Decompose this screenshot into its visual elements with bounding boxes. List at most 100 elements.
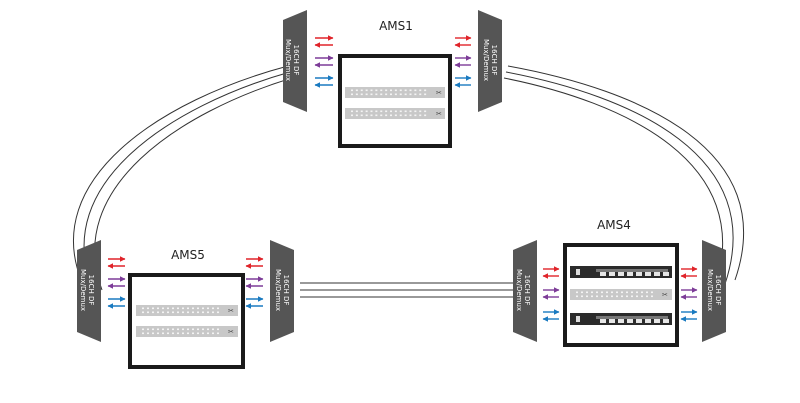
patch-port — [360, 89, 363, 92]
patch-port — [360, 93, 363, 96]
svg-text:16CH DF: 16CH DF — [490, 45, 498, 76]
patch-port — [192, 311, 194, 314]
patch-port — [360, 110, 363, 113]
patch-port — [157, 307, 159, 310]
patch-port — [172, 307, 174, 310]
patch-port — [365, 93, 368, 96]
switch-port — [618, 319, 624, 323]
site-ams1: AMS1 ✂ ✂ — [338, 19, 452, 148]
patch-port — [390, 93, 392, 96]
patch-port — [202, 307, 204, 310]
patch-port — [142, 307, 144, 310]
patch-port — [162, 311, 164, 314]
patch-port — [187, 307, 189, 310]
patch-port — [370, 114, 373, 117]
bidirectional-arrow-pair-icon — [314, 35, 334, 88]
patch-port — [212, 311, 214, 314]
patch-port — [646, 291, 648, 294]
patch-port — [581, 295, 583, 298]
patch-port — [419, 89, 422, 92]
patch-port — [172, 332, 174, 335]
patch-port — [172, 311, 174, 314]
patch-port — [375, 93, 378, 96]
patch-port — [177, 332, 179, 335]
patch-port — [370, 89, 373, 92]
patch-port — [177, 307, 179, 310]
patch-port — [192, 307, 194, 310]
patch-port — [596, 295, 598, 298]
patch-port — [394, 114, 397, 117]
patch-port — [621, 291, 623, 294]
patch-port — [197, 307, 199, 310]
patch-port — [217, 311, 219, 314]
patch-port — [192, 328, 194, 331]
patch-port — [207, 328, 209, 331]
patch-port — [375, 114, 378, 117]
patch-port — [147, 311, 149, 314]
patch-panel-icon: ✂ — [136, 305, 238, 316]
patch-port — [606, 291, 608, 294]
patch-port — [182, 328, 184, 331]
svg-text:Mux/Demux: Mux/Demux — [482, 39, 490, 81]
patch-port — [586, 291, 588, 294]
patch-port — [621, 295, 623, 298]
patch-port — [651, 291, 653, 294]
patch-port — [646, 295, 648, 298]
patch-port — [636, 291, 638, 294]
svg-text:16CH DF: 16CH DF — [282, 275, 290, 306]
patch-port — [390, 110, 392, 113]
svg-text:✂: ✂ — [662, 291, 668, 299]
mux-demux-ams5-left: 16CH DF Mux/Demux — [77, 240, 101, 342]
patch-port — [414, 89, 417, 92]
patch-port — [355, 93, 358, 96]
network-switch-icon — [570, 313, 672, 325]
site-ams1-frame — [338, 54, 452, 148]
patch-port — [636, 295, 638, 298]
patch-port — [419, 110, 422, 113]
patch-port — [192, 332, 194, 335]
patch-port — [375, 110, 378, 113]
patch-port — [611, 295, 613, 298]
patch-port — [424, 89, 427, 92]
patch-port — [586, 295, 588, 298]
patch-port — [385, 110, 388, 113]
patch-port — [207, 332, 209, 335]
patch-port — [414, 93, 417, 96]
bidirectional-arrow-pair-icon — [107, 256, 126, 309]
patch-port — [390, 114, 392, 117]
patch-port — [162, 328, 164, 331]
patch-port — [601, 291, 603, 294]
patch-port — [157, 332, 159, 335]
patch-port — [616, 291, 618, 294]
patch-port — [207, 311, 209, 314]
patch-port — [197, 311, 199, 314]
patch-port — [167, 328, 169, 331]
patch-port — [375, 89, 378, 92]
switch-port — [645, 272, 651, 276]
patch-port — [414, 114, 417, 117]
patch-port — [424, 110, 427, 113]
patch-port — [380, 110, 383, 113]
patch-port — [409, 114, 412, 117]
patch-port — [394, 89, 397, 92]
patch-port — [355, 114, 358, 117]
patch-port — [606, 295, 608, 298]
patch-port — [385, 89, 388, 92]
patch-port — [404, 93, 407, 96]
switch-port — [654, 272, 660, 276]
mux-demux-ams4-left: 16CH DF Mux/Demux — [513, 240, 537, 342]
patch-port — [409, 89, 412, 92]
patch-port — [394, 110, 397, 113]
site-ams1-label: AMS1 — [379, 19, 413, 33]
network-switch-icon — [570, 266, 672, 278]
patch-port — [651, 295, 653, 298]
patch-port — [212, 332, 214, 335]
patch-port — [631, 291, 633, 294]
patch-port — [399, 114, 402, 117]
patch-port — [409, 110, 412, 113]
patch-port — [641, 291, 643, 294]
patch-port — [404, 110, 407, 113]
svg-text:✂: ✂ — [436, 89, 442, 97]
site-ams5-frame — [128, 273, 245, 369]
